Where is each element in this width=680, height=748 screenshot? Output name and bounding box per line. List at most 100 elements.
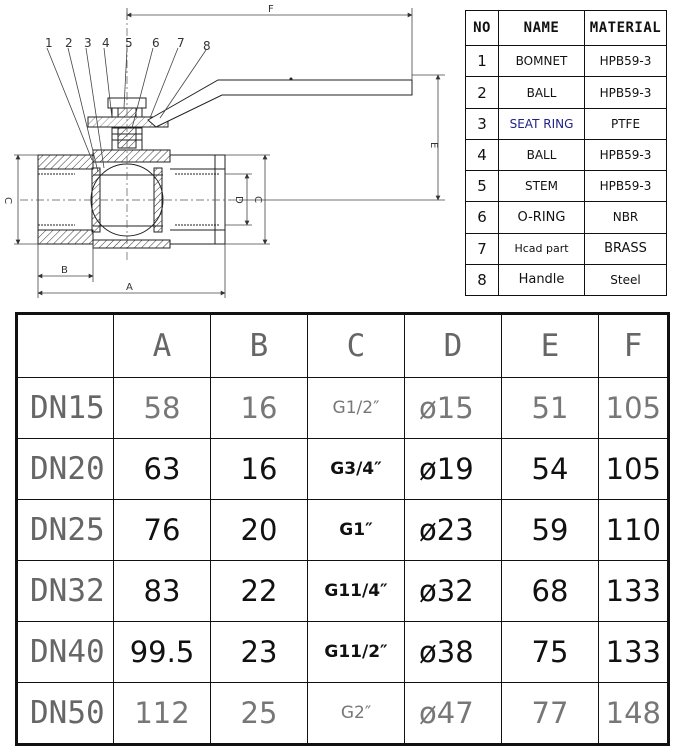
value-e: 54 xyxy=(501,438,599,500)
dimension-header-row: A B C D E F xyxy=(16,313,669,378)
part-name: BALL xyxy=(498,138,585,172)
value-c: G11/4″ xyxy=(307,560,405,622)
part-material: HPB59-3 xyxy=(584,45,667,78)
parts-table: NO NAME MATERIAL 1 BOMNET HPB59-3 2 BALL… xyxy=(465,9,667,297)
dimension-table: A B C D E F DN15 58 16 G1/2″ ø15 51 105 … xyxy=(15,312,670,746)
value-a: 63 xyxy=(113,438,211,500)
dim-label-c-right: C xyxy=(252,196,263,203)
part-material: PTFE xyxy=(584,107,667,140)
dimension-header-corner xyxy=(16,313,114,378)
part-name: STEM xyxy=(498,170,585,203)
parts-header-row: NO NAME MATERIAL xyxy=(465,9,667,47)
part-name: Hcad part xyxy=(498,232,585,265)
dimension-lines xyxy=(14,8,445,298)
size-label: DN40 xyxy=(16,621,114,683)
part-name: Handle xyxy=(498,263,585,297)
dimension-row: DN40 99.5 23 G11/2″ ø38 75 133 xyxy=(16,621,669,683)
part-name: O-RING xyxy=(498,201,585,234)
part-no: 2 xyxy=(465,76,499,109)
part-no: 6 xyxy=(465,201,499,234)
dimension-row: DN25 76 20 G1″ ø23 59 110 xyxy=(16,499,669,561)
value-b: 20 xyxy=(210,499,308,561)
dimension-header-b: B xyxy=(210,313,308,378)
callout-8: 8 xyxy=(203,39,211,53)
dimension-header-e: E xyxy=(501,313,599,378)
parts-header-name: NAME xyxy=(498,9,585,47)
dim-label-b: B xyxy=(61,265,68,276)
centerlines xyxy=(20,12,240,260)
callout-1: 1 xyxy=(45,36,53,50)
value-e: 51 xyxy=(501,377,599,439)
value-d: ø32 xyxy=(404,560,502,622)
value-a: 58 xyxy=(113,377,211,439)
value-d: ø23 xyxy=(404,499,502,561)
dim-label-c-left: C xyxy=(2,197,13,204)
value-b: 16 xyxy=(210,377,308,439)
part-no: 7 xyxy=(465,232,499,265)
value-f: 105 xyxy=(598,438,669,500)
value-c: G11/2″ xyxy=(307,621,405,683)
parts-header-material: MATERIAL xyxy=(584,9,667,47)
part-no: 3 xyxy=(465,107,499,140)
parts-row: 8 Handle Steel xyxy=(465,263,667,297)
dimension-labels: F E C D C B A xyxy=(2,4,439,293)
part-material: BRASS xyxy=(584,232,667,265)
value-d: ø38 xyxy=(404,621,502,683)
value-b: 25 xyxy=(210,682,308,745)
callout-numbers: 1 2 3 4 5 6 7 8 xyxy=(45,36,211,53)
value-d: ø15 xyxy=(404,377,502,439)
callout-6: 6 xyxy=(152,36,160,50)
value-e: 59 xyxy=(501,499,599,561)
value-b: 16 xyxy=(210,438,308,500)
value-a: 76 xyxy=(113,499,211,561)
dimension-row: DN32 83 22 G11/4″ ø32 68 133 xyxy=(16,560,669,622)
value-a: 83 xyxy=(113,560,211,622)
dim-label-e: E xyxy=(428,142,439,148)
valve-drawing: 1 2 3 4 5 6 7 8 F xyxy=(2,4,445,298)
parts-row: 5 STEM HPB59-3 xyxy=(465,170,667,203)
part-material: HPB59-3 xyxy=(584,170,667,203)
value-a: 99.5 xyxy=(113,621,211,683)
dimension-header-a: A xyxy=(113,313,211,378)
value-e: 77 xyxy=(501,682,599,745)
parts-row: 3 SEAT RING PTFE xyxy=(465,107,667,140)
part-material: HPB59-3 xyxy=(584,138,667,172)
value-d: ø19 xyxy=(404,438,502,500)
value-c: G3/4″ xyxy=(307,438,405,500)
size-label: DN15 xyxy=(16,377,114,439)
part-material: HPB59-3 xyxy=(584,76,667,109)
parts-row: 7 Hcad part BRASS xyxy=(465,232,667,265)
callout-4: 4 xyxy=(102,36,110,50)
parts-row: 1 BOMNET HPB59-3 xyxy=(465,45,667,78)
part-name: SEAT RING xyxy=(498,107,585,140)
dimension-row: DN50 112 25 G2″ ø47 77 148 xyxy=(16,682,669,745)
dimension-header-d: D xyxy=(404,313,502,378)
value-c: G2″ xyxy=(307,682,405,745)
parts-row: 4 BALL HPB59-3 xyxy=(465,138,667,172)
part-material: NBR xyxy=(584,201,667,234)
value-f: 133 xyxy=(598,560,669,622)
callout-2: 2 xyxy=(65,36,73,50)
value-e: 68 xyxy=(501,560,599,622)
part-name: BOMNET xyxy=(498,45,585,78)
value-e: 75 xyxy=(501,621,599,683)
part-no: 8 xyxy=(465,263,499,297)
dimension-header-c: C xyxy=(307,313,405,378)
dimension-row: DN20 63 16 G3/4″ ø19 54 105 xyxy=(16,438,669,500)
callout-leaders xyxy=(46,47,207,173)
size-label: DN20 xyxy=(16,438,114,500)
value-f: 148 xyxy=(598,682,669,745)
part-name: BALL xyxy=(498,76,585,109)
dimension-header-f: F xyxy=(598,313,669,378)
value-d: ø47 xyxy=(404,682,502,745)
parts-row: 2 BALL HPB59-3 xyxy=(465,76,667,109)
size-label: DN32 xyxy=(16,560,114,622)
dimension-row: DN15 58 16 G1/2″ ø15 51 105 xyxy=(16,377,669,439)
value-f: 133 xyxy=(598,621,669,683)
part-no: 4 xyxy=(465,138,499,172)
callout-7: 7 xyxy=(177,36,185,50)
dim-label-f: F xyxy=(268,4,274,15)
dim-label-d: D xyxy=(233,196,244,204)
callout-3: 3 xyxy=(84,36,92,50)
part-no: 5 xyxy=(465,170,499,203)
